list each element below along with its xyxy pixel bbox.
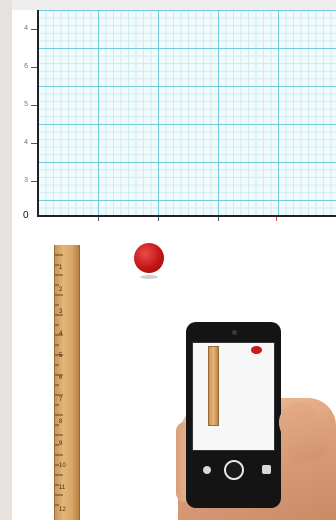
phone-preview-ruler	[208, 346, 219, 426]
y-tick-label: 6	[14, 63, 28, 70]
ruler-number: 12	[59, 507, 66, 513]
wooden-ruler: 1 2 3 4 5 6 7 8 9 10 11 12	[54, 245, 80, 520]
phone-screen	[192, 342, 275, 451]
graph-paper	[38, 10, 336, 216]
gallery-icon	[203, 466, 211, 474]
switch-camera-icon	[262, 465, 271, 474]
y-tick	[31, 67, 37, 68]
x-tick	[158, 217, 159, 221]
red-ball-icon	[134, 243, 164, 273]
top-strip	[12, 0, 336, 10]
y-tick-label: 5	[14, 101, 28, 108]
ruler-number: 1	[59, 265, 62, 271]
y-axis	[37, 10, 39, 217]
x-tick	[98, 217, 99, 221]
ruler-number: 5	[59, 353, 62, 359]
ruler-number: 6	[59, 375, 62, 381]
y-tick	[31, 181, 37, 182]
x-axis	[37, 215, 336, 217]
ruler-number: 9	[59, 441, 62, 447]
y-tick-label: 3	[14, 177, 28, 184]
origin-label: 0	[23, 210, 29, 221]
ruler-number: 8	[59, 419, 62, 425]
x-tick	[218, 217, 219, 221]
y-tick	[31, 143, 37, 144]
y-tick	[31, 105, 37, 106]
y-tick-label: 4	[14, 25, 28, 32]
ruler-number: 3	[59, 309, 62, 315]
y-tick-label: 4	[14, 139, 28, 146]
ball-shadow	[140, 275, 158, 279]
x-tick-marker	[276, 217, 277, 221]
background-strip	[0, 0, 12, 520]
ruler-number: 7	[59, 397, 62, 403]
y-tick	[31, 29, 37, 30]
phone-preview-ball	[251, 346, 262, 354]
ruler-number: 11	[59, 485, 65, 491]
ruler-number: 2	[59, 287, 62, 293]
ruler-number: 4	[59, 331, 62, 337]
shutter-button-icon	[224, 460, 244, 480]
ruler-number: 10	[59, 463, 66, 469]
front-camera-icon	[232, 330, 237, 335]
